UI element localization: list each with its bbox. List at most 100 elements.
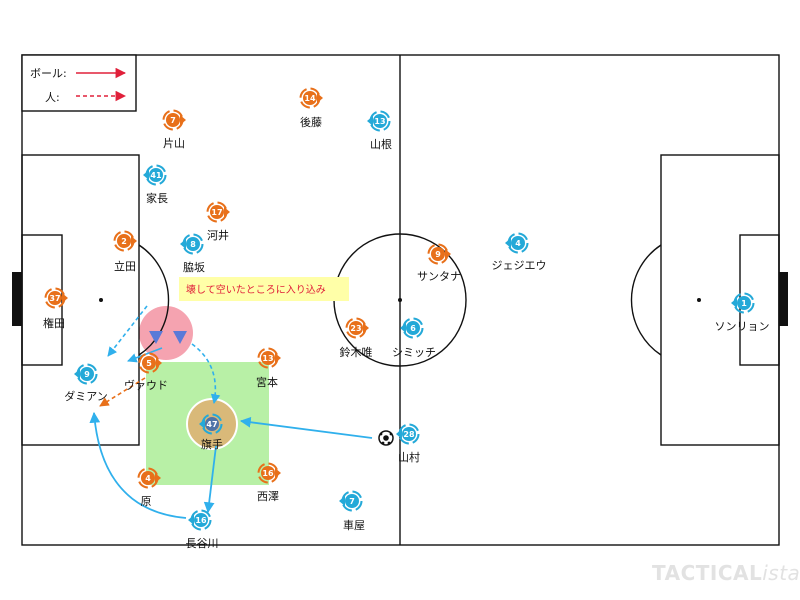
- player-number: 6: [410, 324, 416, 333]
- player-name: 長谷川: [186, 537, 219, 550]
- player-token: [186, 237, 200, 251]
- player-name: 山村: [398, 450, 420, 464]
- player-name: 後藤: [300, 115, 322, 129]
- left-penalty-spot: [99, 298, 103, 302]
- player-token: [737, 296, 751, 310]
- run-arrow-hatate: [191, 343, 221, 404]
- player-orange-2: 2立田: [113, 230, 137, 273]
- player-number: 17: [211, 208, 222, 217]
- player-blue-13: 13 山根: [367, 110, 392, 151]
- player-name: 鈴木唯: [340, 345, 373, 359]
- player-number: 5: [146, 359, 152, 368]
- player-token: [210, 205, 224, 219]
- player-name: ソンリョン: [715, 320, 770, 333]
- player-number: 9: [84, 370, 90, 379]
- player-token: [194, 513, 208, 527]
- player-number: 13: [262, 354, 273, 363]
- player-ring: [257, 462, 279, 484]
- right-penalty-arc: [630, 244, 662, 356]
- player-number: 41: [150, 171, 162, 180]
- annotation-text: 壊して空いたところに入り込み: [186, 283, 326, 296]
- player-ring: [257, 347, 279, 369]
- player-orange-23: 23 鈴木唯: [340, 317, 373, 359]
- player-number: 14: [304, 94, 316, 103]
- player-ring: [369, 110, 391, 132]
- logo-main: TACTICAL: [652, 561, 763, 585]
- player-name: ジェジエウ: [492, 259, 547, 272]
- player-ring: [398, 423, 420, 445]
- player-name: 山根: [370, 137, 392, 151]
- movement-arrows: [89, 305, 373, 519]
- player-token: [511, 236, 525, 250]
- player-ring: [345, 317, 367, 339]
- player-orange-7: 7片山: [162, 109, 186, 150]
- player-orange-4: 4原: [137, 467, 161, 508]
- player-number: 16: [262, 469, 274, 478]
- players: 14 後藤 13 山根 7片山 41 家長 17 河井 2立田 8脇坂 9 サンタナ 4 ジェジエウ 37 権田…: [43, 87, 770, 550]
- player-token: [117, 234, 131, 248]
- player-name: 脇坂: [183, 261, 205, 274]
- player-token: [373, 114, 387, 128]
- player-name: シミッチ: [392, 346, 436, 359]
- player-orange-13: 13 宮本: [256, 347, 281, 389]
- player-number: 4: [145, 474, 151, 483]
- player-number: 9: [435, 250, 441, 259]
- player-number: 7: [349, 497, 355, 506]
- player-token: [406, 321, 420, 335]
- player-ring: [113, 230, 135, 252]
- legend: ボール: 人:: [21, 54, 137, 112]
- player-number: 23: [350, 324, 361, 333]
- run-arrow-vaudo: [99, 377, 146, 407]
- tacticalista-logo: TACTICALista: [652, 561, 800, 585]
- player-ring: [76, 363, 98, 385]
- player-blue-16: 16 長谷川: [186, 509, 219, 550]
- player-ring: [137, 467, 159, 489]
- left-goal: [12, 272, 22, 326]
- player-ring: [138, 352, 160, 374]
- player-name: サンタナ: [417, 270, 461, 283]
- logo-suffix: ista: [762, 561, 800, 585]
- player-number: 37: [49, 294, 60, 303]
- player-ring: [201, 413, 223, 435]
- run-arrow-damian: [107, 305, 148, 357]
- player-ring: [190, 509, 212, 531]
- player-orange-5: 5 ヴァウド: [124, 352, 168, 392]
- player-name: 西澤: [257, 490, 279, 503]
- player-token: [149, 168, 163, 182]
- player-ring: [206, 201, 228, 223]
- player-name: ダミアン: [64, 389, 108, 403]
- player-orange-9: 9 サンタナ: [417, 243, 461, 283]
- player-blue-8: 8脇坂: [180, 233, 205, 274]
- player-token: [80, 367, 94, 381]
- player-name: 権田: [43, 316, 65, 330]
- pass-arrow-yamamura-to-hatate: [239, 416, 373, 439]
- player-token: [303, 91, 317, 105]
- player-token: [345, 494, 359, 508]
- player-ring: [402, 317, 424, 339]
- player-ring: [507, 232, 529, 254]
- player-ring: [145, 164, 167, 186]
- player-name: 家長: [146, 191, 168, 205]
- player-name: ヴァウド: [124, 378, 168, 392]
- player-token: [48, 291, 62, 305]
- player-ring: [299, 87, 321, 109]
- pass-arrow-hasegawa-to-damian: [89, 411, 187, 519]
- marker-triangle-left: [149, 331, 163, 344]
- player-name: 宮本: [256, 375, 278, 389]
- player-number: 16: [195, 516, 207, 525]
- player-token: [141, 471, 155, 485]
- player-number: 13: [374, 117, 385, 126]
- player-number: 47: [206, 420, 217, 429]
- player-name: 河井: [207, 228, 229, 242]
- marker-triangle-right: [173, 331, 187, 344]
- legend-ball-label: ボール:: [30, 67, 67, 80]
- player-name: 立田: [114, 259, 136, 273]
- left-penalty-arc: [138, 244, 170, 356]
- player-ring: [427, 243, 449, 265]
- player-blue-7: 7車屋: [339, 490, 365, 532]
- player-token: [261, 351, 275, 365]
- ball: [378, 430, 394, 446]
